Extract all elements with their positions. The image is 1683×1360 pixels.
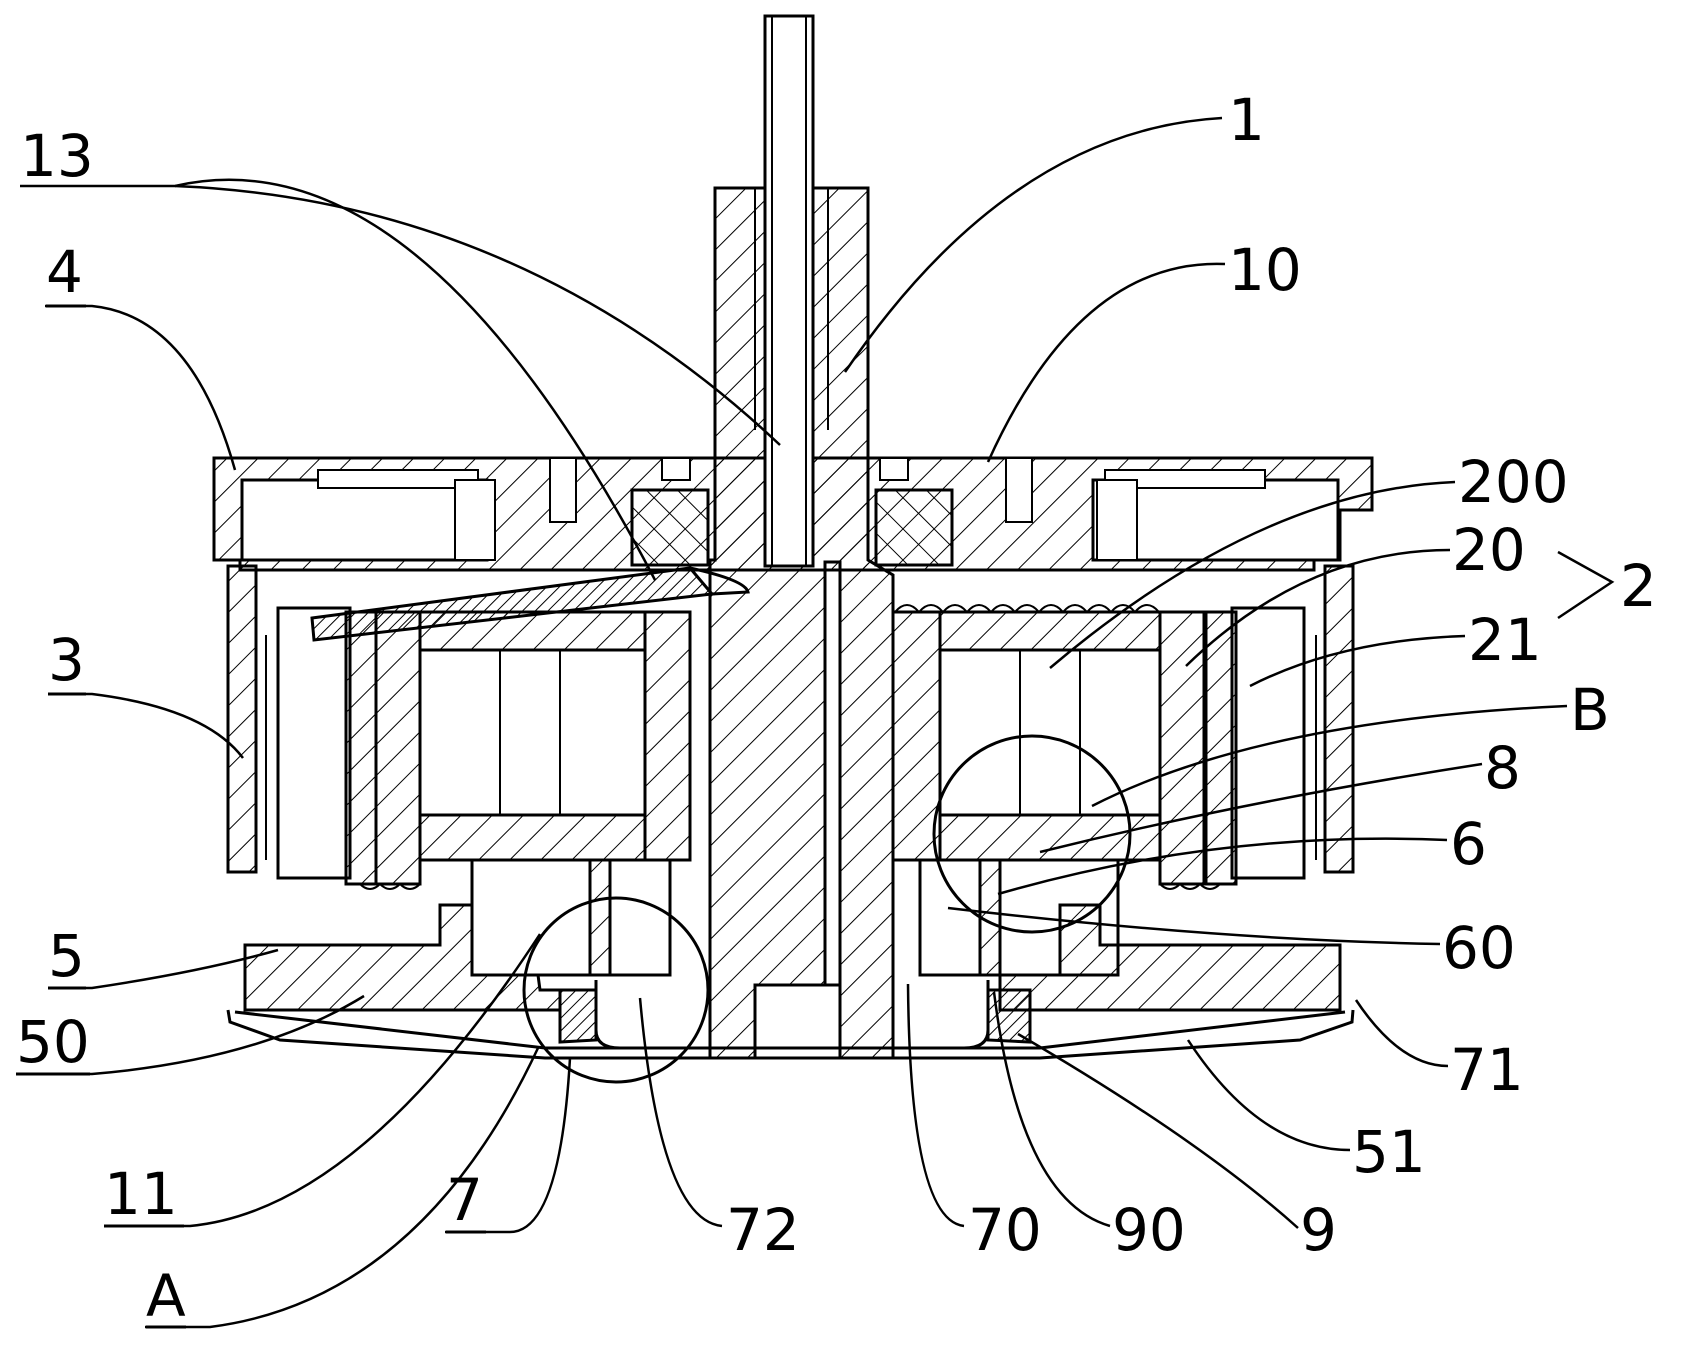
- label-72: 72: [726, 1196, 800, 1264]
- label-8: 8: [1484, 734, 1521, 802]
- detail-circle-B: [932, 734, 1132, 934]
- label-4: 4: [46, 238, 83, 306]
- label-21: 21: [1468, 606, 1542, 674]
- label-B: B: [1570, 676, 1610, 744]
- label-51: 51: [1352, 1118, 1426, 1186]
- label-70: 70: [968, 1196, 1042, 1264]
- label-200: 200: [1458, 448, 1569, 516]
- coil-waves: [359, 604, 1221, 890]
- labels: 1 13 10 4 200 20 2 3 21 B 8 6 60 5 50 71…: [16, 86, 1657, 1330]
- stator-right: [891, 606, 1306, 886]
- label-90: 90: [1112, 1196, 1186, 1264]
- label-5: 5: [48, 922, 85, 990]
- detail-circle-A: [522, 896, 710, 1084]
- label-50: 50: [16, 1008, 90, 1076]
- bottom-end-cap: [243, 858, 1342, 1012]
- label-20: 20: [1452, 516, 1526, 584]
- label-6: 6: [1450, 810, 1487, 878]
- label-13: 13: [20, 122, 94, 190]
- label-9: 9: [1300, 1196, 1337, 1264]
- label-71: 71: [1450, 1036, 1524, 1104]
- label-2: 2: [1620, 552, 1657, 620]
- label-1: 1: [1228, 86, 1265, 154]
- label-60: 60: [1442, 914, 1516, 982]
- upper-bearings: [630, 457, 954, 567]
- label-11: 11: [104, 1160, 178, 1228]
- label-3: 3: [48, 626, 85, 694]
- central-shaft: [708, 14, 895, 1060]
- label-10: 10: [1228, 236, 1302, 304]
- stator-left: [276, 606, 692, 886]
- label-7: 7: [446, 1166, 483, 1234]
- leader-lines: [16, 116, 1615, 1329]
- label-A: A: [146, 1262, 186, 1330]
